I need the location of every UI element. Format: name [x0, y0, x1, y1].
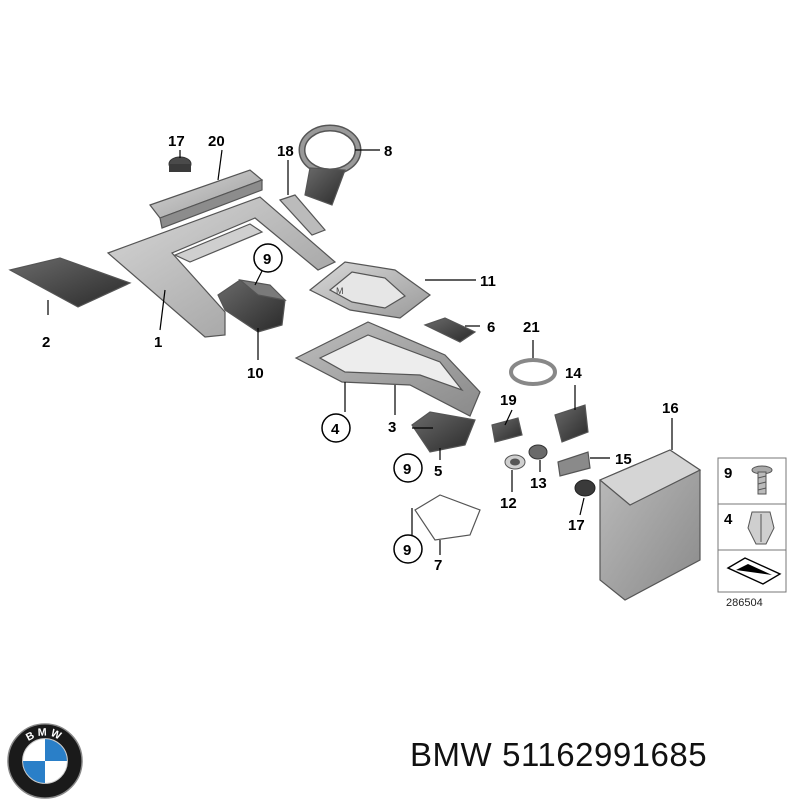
callout-16: 16: [662, 400, 679, 417]
reference-number: 286504: [726, 597, 763, 609]
part-14-bracket: [554, 404, 589, 443]
legend-clip-number: 4: [724, 511, 733, 528]
callout-8: 8: [384, 143, 392, 160]
callout-17-lower: 17: [568, 517, 585, 534]
clip-icon: [747, 511, 775, 545]
svg-text:9: 9: [403, 461, 411, 478]
part-3-lower-frame: [294, 321, 481, 417]
part-2-storage-mat: [8, 257, 132, 308]
callout-17-top: 17: [168, 133, 185, 150]
part-16-rear-panel: [598, 449, 702, 601]
callout-21: 21: [523, 319, 540, 336]
bmw-logo: BMW: [7, 723, 83, 799]
callout-11: 11: [480, 273, 496, 290]
part-8-cover: [298, 124, 362, 206]
callouts: 17 20 18 8 2 1 10 11 6 21 3 5 7 19 14 15…: [42, 133, 679, 574]
part-21-ring: [509, 358, 557, 386]
part-19-switch: [491, 417, 523, 443]
arrow-icon: [726, 557, 782, 585]
callout-2: 2: [42, 334, 50, 351]
callout-1: 1: [154, 334, 162, 351]
part-number: 51162991685: [502, 736, 708, 773]
part-15-connector: [557, 451, 591, 477]
brand-name: BMW: [410, 736, 493, 773]
callout-10: 10: [247, 365, 264, 382]
callout-5: 5: [434, 463, 442, 480]
circled-callout-9-lower: 9: [393, 534, 423, 564]
part-20-trim-strip: [149, 169, 264, 229]
callout-7: 7: [434, 557, 442, 574]
circled-callout-4: 4: [321, 413, 351, 443]
part-17-cap-top: [168, 156, 192, 172]
callout-6: 6: [487, 319, 495, 336]
callout-12: 12: [500, 495, 517, 512]
part-5-tray: [411, 411, 476, 453]
callout-20: 20: [208, 133, 225, 150]
callout-13: 13: [530, 475, 547, 492]
screw-icon: [751, 465, 773, 495]
part-13-plug: [528, 444, 548, 460]
circled-callout-9-mid: 9: [393, 453, 423, 483]
callout-15: 15: [615, 451, 632, 468]
part-10-holder: [217, 279, 287, 333]
part-1-center-trim: [106, 196, 337, 338]
part-18-bracket: [278, 194, 327, 236]
legend-box: 9 4 286504: [717, 457, 787, 609]
svg-text:9: 9: [403, 542, 411, 559]
svg-text:4: 4: [331, 421, 340, 438]
legend-screw-number: 9: [724, 465, 732, 482]
svg-text:BMW: BMW: [24, 726, 66, 743]
circled-callout-9-upper: 9: [253, 243, 283, 286]
part-6-pad: [423, 317, 477, 343]
part-12-socket: [504, 454, 526, 470]
part-7-frame: [414, 494, 481, 541]
part-17-cap-lower: [574, 479, 596, 497]
callout-18: 18: [277, 143, 294, 160]
shift-glyph: M: [336, 286, 344, 296]
leader-lines: [47, 149, 673, 555]
callout-19: 19: [500, 392, 517, 409]
callout-14: 14: [565, 365, 582, 382]
svg-text:9: 9: [263, 251, 271, 268]
callout-3: 3: [388, 419, 396, 436]
part-11-shift-panel: M: [308, 261, 432, 319]
